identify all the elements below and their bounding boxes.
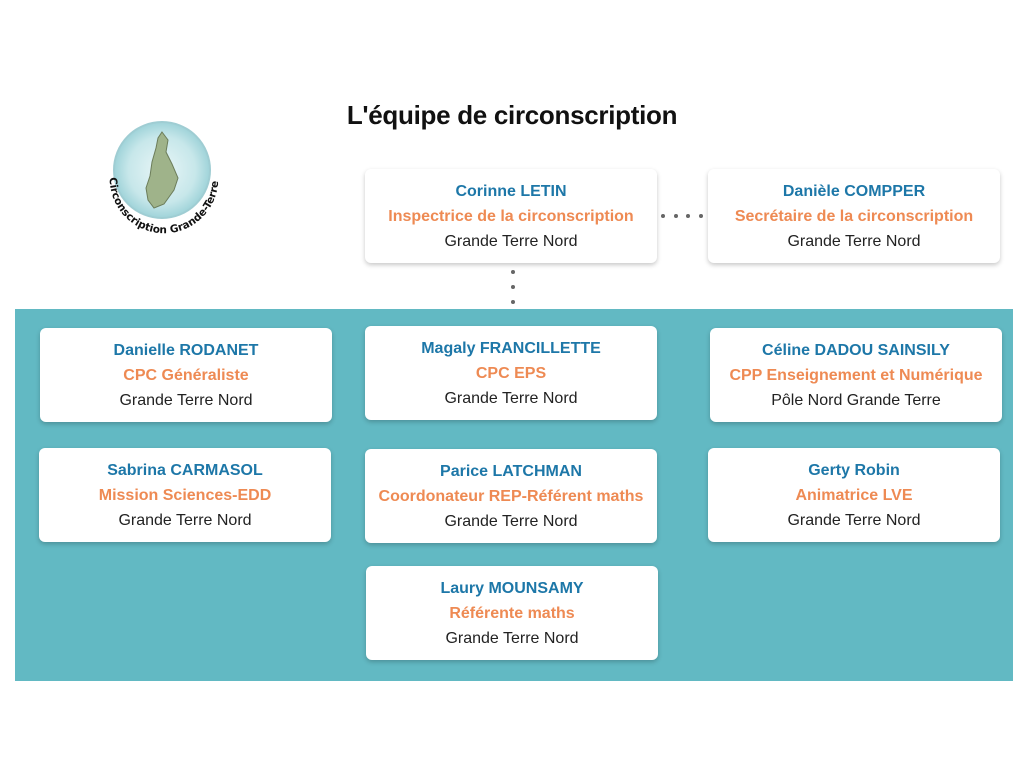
- card-role: CPP Enseignement et Numérique: [729, 366, 983, 384]
- card-role: Secrétaire de la circonscription: [734, 207, 974, 225]
- card-team-member: Parice LATCHMAN Coordonateur REP-Référen…: [365, 449, 657, 543]
- card-team-member: Sabrina CARMASOL Mission Sciences-EDD Gr…: [39, 448, 331, 542]
- connector-vertical: [510, 270, 516, 304]
- card-place: Grande Terre Nord: [118, 511, 252, 529]
- card-place: Grande Terre Nord: [445, 629, 579, 647]
- card-role: Coordonateur REP-Référent maths: [378, 487, 644, 505]
- card-name: Laury MOUNSAMY: [440, 579, 584, 597]
- connector-horizontal: [661, 213, 703, 219]
- card-place: Grande Terre Nord: [787, 511, 921, 529]
- card-team-member: Céline DADOU SAINSILY CPP Enseignement e…: [710, 328, 1002, 422]
- card-name: Parice LATCHMAN: [440, 462, 582, 480]
- card-team-member: Gerty Robin Animatrice LVE Grande Terre …: [708, 448, 1000, 542]
- card-team-member: Danielle RODANET CPC Généraliste Grande …: [40, 328, 332, 422]
- card-place: Pôle Nord Grande Terre: [771, 391, 941, 409]
- card-role: Animatrice LVE: [795, 486, 913, 504]
- card-name: Danièle COMPPER: [782, 182, 926, 200]
- card-secretaire: Danièle COMPPER Secrétaire de la circons…: [708, 169, 1000, 263]
- card-name: Corinne LETIN: [455, 182, 567, 200]
- card-role: Inspectrice de la circonscription: [388, 207, 634, 225]
- card-place: Grande Terre Nord: [444, 232, 578, 250]
- card-place: Grande Terre Nord: [119, 391, 253, 409]
- card-role: Référente maths: [449, 604, 575, 622]
- card-role: CPC Généraliste: [123, 366, 249, 384]
- card-name: Danielle RODANET: [113, 341, 259, 359]
- card-name: Sabrina CARMASOL: [107, 461, 263, 479]
- card-team-member: Magaly FRANCILLETTE CPC EPS Grande Terre…: [365, 326, 657, 420]
- card-name: Gerty Robin: [808, 461, 900, 479]
- card-name: Céline DADOU SAINSILY: [762, 341, 950, 359]
- card-place: Grande Terre Nord: [444, 512, 578, 530]
- card-role: Mission Sciences-EDD: [98, 486, 272, 504]
- card-role: CPC EPS: [475, 364, 547, 382]
- card-place: Grande Terre Nord: [444, 389, 578, 407]
- card-inspectrice: Corinne LETIN Inspectrice de la circonsc…: [365, 169, 657, 263]
- circonscription-logo: Circonscription Grande-Terre Nord: [84, 103, 228, 252]
- card-name: Magaly FRANCILLETTE: [421, 339, 601, 357]
- page-title: L'équipe de circonscription: [346, 100, 678, 130]
- card-place: Grande Terre Nord: [787, 232, 921, 250]
- card-team-member: Laury MOUNSAMY Référente maths Grande Te…: [366, 566, 658, 660]
